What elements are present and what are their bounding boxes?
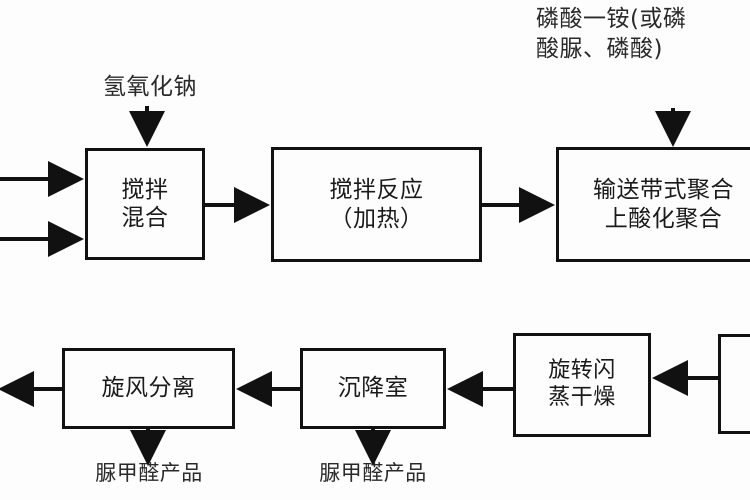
label-line: 磷酸一铵(或磷 (536, 6, 687, 32)
node-stirring-mixing[interactable]: 搅拌 混合 (85, 148, 205, 260)
node-line: 旋风分离 (101, 375, 196, 402)
label-urea-formaldehyde-product-left: 脲甲醛产品 (73, 460, 225, 487)
node-line: 沉降室 (337, 375, 409, 402)
label-urea-formaldehyde-product-mid: 脲甲醛产品 (297, 460, 449, 487)
node-offscreen-partial-box[interactable] (718, 334, 750, 434)
label-sodium-hydroxide-input: 氢氧化钠 (75, 73, 225, 103)
node-line: （加热） (329, 205, 424, 232)
node-line: 混合 (121, 205, 169, 231)
node-line: 输送带式聚合 (593, 177, 734, 204)
label-line: 氢氧化钠 (103, 74, 197, 100)
node-line: 搅拌 (121, 176, 169, 203)
label-line: 脲甲醛产品 (319, 461, 427, 485)
label-line: 脲甲醛产品 (95, 461, 203, 485)
node-line: 蒸干燥 (548, 385, 616, 410)
node-cyclone-separation[interactable]: 旋风分离 (62, 348, 235, 429)
node-stirring-reaction-heating[interactable]: 搅拌反应 （加热） (271, 147, 482, 262)
node-line: 上酸化聚合 (604, 205, 723, 232)
label-monoammonium-phosphate-input: 磷酸一铵(或磷 酸脲、磷酸) (536, 5, 750, 65)
node-line: 搅拌反应 (329, 177, 424, 204)
label-line: 酸脲、磷酸) (536, 35, 663, 62)
node-settling-chamber[interactable]: 沉降室 (300, 348, 446, 429)
node-belt-conveyor-polymerization[interactable]: 输送带式聚合 上酸化聚合 (556, 147, 750, 262)
node-rotary-flash-drying[interactable]: 旋转闪 蒸干燥 (513, 333, 651, 437)
node-line: 旋转闪 (548, 358, 616, 384)
